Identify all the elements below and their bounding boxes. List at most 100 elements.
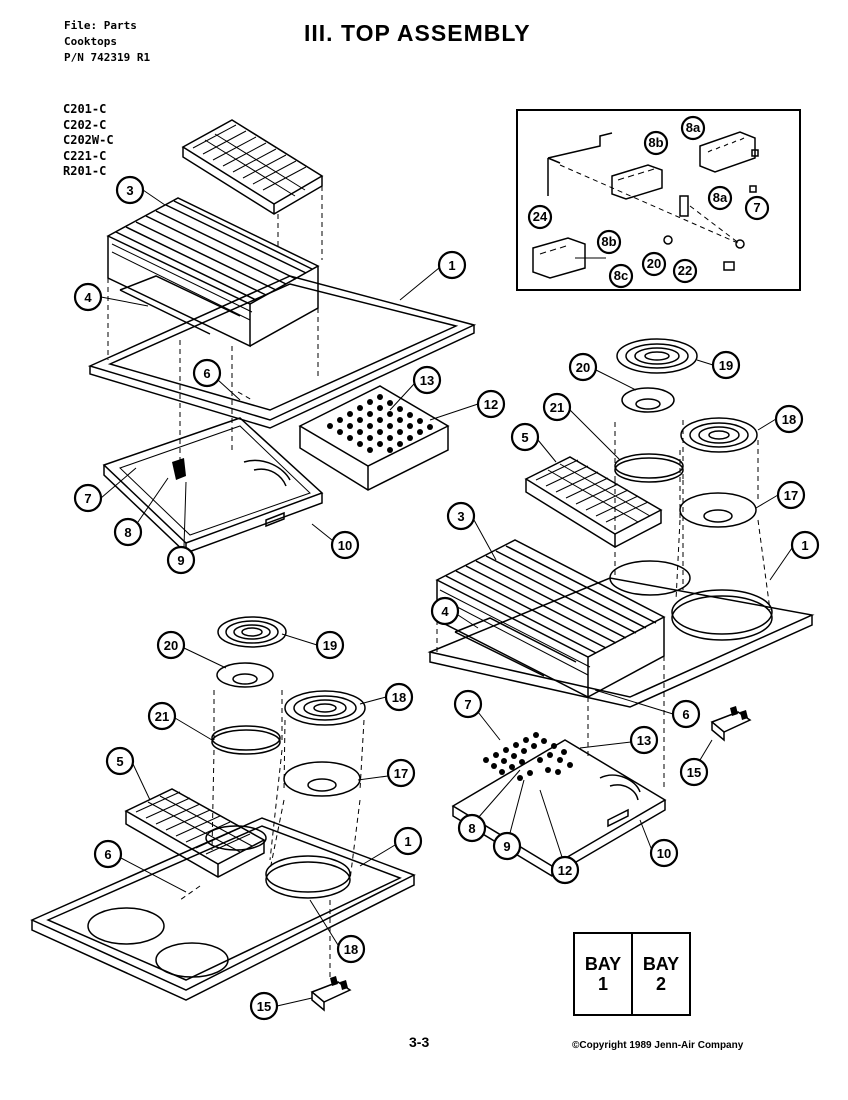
file-info: File: Parts Cooktops P/N 742319 R1: [64, 18, 150, 66]
callout: 19: [315, 630, 345, 660]
callout: 7: [744, 195, 770, 221]
callout: 6: [93, 839, 123, 869]
svg-text:15: 15: [687, 765, 701, 780]
bay-2: BAY 2: [631, 934, 689, 1014]
callout: 6: [671, 699, 701, 729]
callout: 12: [476, 389, 506, 419]
callout: 20: [641, 251, 667, 277]
bay-1-label: BAY: [584, 954, 622, 974]
bay-indicator: BAY 1 BAY 2: [573, 932, 691, 1016]
svg-text:3: 3: [126, 183, 133, 198]
svg-text:8a: 8a: [713, 190, 728, 205]
callout: 8b: [596, 229, 622, 255]
svg-text:4: 4: [84, 290, 92, 305]
callout: 19: [711, 350, 741, 380]
svg-text:9: 9: [503, 839, 510, 854]
svg-text:10: 10: [657, 846, 671, 861]
callout: 8: [113, 517, 143, 547]
svg-text:8b: 8b: [648, 135, 663, 150]
svg-text:7: 7: [753, 200, 760, 215]
page-number: 3-3: [409, 1034, 430, 1050]
callout: 20: [568, 352, 598, 382]
svg-text:18: 18: [782, 412, 796, 427]
svg-text:7: 7: [464, 697, 471, 712]
svg-text:8c: 8c: [614, 268, 628, 283]
callout: 7: [73, 483, 103, 513]
model-item: R201-C: [63, 164, 107, 178]
callout: 1: [790, 530, 820, 560]
copyright-notice: ©Copyright 1989 Jenn-Air Company: [572, 1040, 744, 1051]
svg-text:8: 8: [468, 821, 475, 836]
model-item: C221-C: [63, 148, 107, 163]
callout: 18: [336, 934, 366, 964]
svg-text:19: 19: [323, 638, 337, 653]
callout: 8a: [680, 115, 706, 141]
callout: 9: [492, 831, 522, 861]
svg-text:19: 19: [719, 358, 733, 373]
bay-1: BAY 1: [575, 934, 631, 1014]
svg-text:24: 24: [533, 209, 548, 224]
svg-text:8b: 8b: [601, 234, 616, 249]
callout: 6: [192, 358, 222, 388]
callout: 9: [166, 545, 196, 575]
callout: 17: [386, 758, 416, 788]
callout: 5: [105, 746, 135, 776]
svg-text:17: 17: [394, 766, 408, 781]
svg-text:6: 6: [203, 366, 210, 381]
callout: 13: [412, 365, 442, 395]
svg-text:5: 5: [116, 754, 123, 769]
svg-text:21: 21: [155, 709, 169, 724]
callout: 3: [446, 501, 476, 531]
svg-text:13: 13: [420, 373, 434, 388]
top-left-assembly: 3 1 4 6 13 12 7 8 9 10: [73, 119, 506, 575]
svg-text:21: 21: [550, 400, 564, 415]
model-item: C201-C: [63, 102, 107, 116]
svg-text:20: 20: [164, 638, 178, 653]
callout: 12: [550, 855, 580, 885]
svg-text:1: 1: [404, 834, 411, 849]
right-assembly: 20 19 21 18 5 17 3 1 4 6 7 13 15 8 9 12 …: [427, 338, 820, 885]
callout: 21: [147, 701, 177, 731]
bay-2-label: BAY: [642, 954, 680, 974]
svg-text:8a: 8a: [686, 120, 701, 135]
svg-text:18: 18: [392, 690, 406, 705]
svg-text:15: 15: [257, 999, 271, 1014]
svg-text:13: 13: [637, 733, 651, 748]
part-number-line: P/N 742319 R1: [64, 51, 151, 64]
svg-text:22: 22: [678, 263, 692, 278]
callout: 8c: [608, 263, 634, 289]
callout: 20: [156, 630, 186, 660]
bay-1-number: 1: [597, 974, 608, 994]
svg-text:6: 6: [104, 847, 111, 862]
callout: 7: [453, 689, 483, 719]
svg-text:12: 12: [484, 397, 498, 412]
callout: 18: [774, 404, 804, 434]
callout: 24: [527, 204, 553, 230]
bay-2-number: 2: [655, 974, 666, 994]
callout: 15: [679, 757, 709, 787]
callout: 3: [115, 175, 145, 205]
svg-text:17: 17: [784, 488, 798, 503]
svg-text:9: 9: [177, 553, 184, 568]
model-list: C201-C C202-C C202W-C C221-C R201-C: [63, 102, 114, 180]
callout: 18: [384, 682, 414, 712]
callout: 4: [430, 596, 460, 626]
callout: 8b: [643, 130, 669, 156]
model-item: C202-C: [63, 117, 107, 132]
svg-text:1: 1: [448, 258, 455, 273]
svg-text:7: 7: [84, 491, 91, 506]
inset-detail: 8a 8b 24 7 8a 8b 20 22 8c: [516, 109, 801, 291]
page-title: III. TOP ASSEMBLY: [304, 20, 531, 46]
callout: 10: [649, 838, 679, 868]
callout: 1: [437, 250, 467, 280]
svg-text:8: 8: [124, 525, 131, 540]
svg-text:3: 3: [457, 509, 464, 524]
callout: 4: [73, 282, 103, 312]
svg-text:6: 6: [682, 707, 689, 722]
svg-text:12: 12: [558, 863, 572, 878]
callout: 22: [672, 258, 698, 284]
svg-text:4: 4: [441, 604, 449, 619]
callout: 17: [776, 480, 806, 510]
